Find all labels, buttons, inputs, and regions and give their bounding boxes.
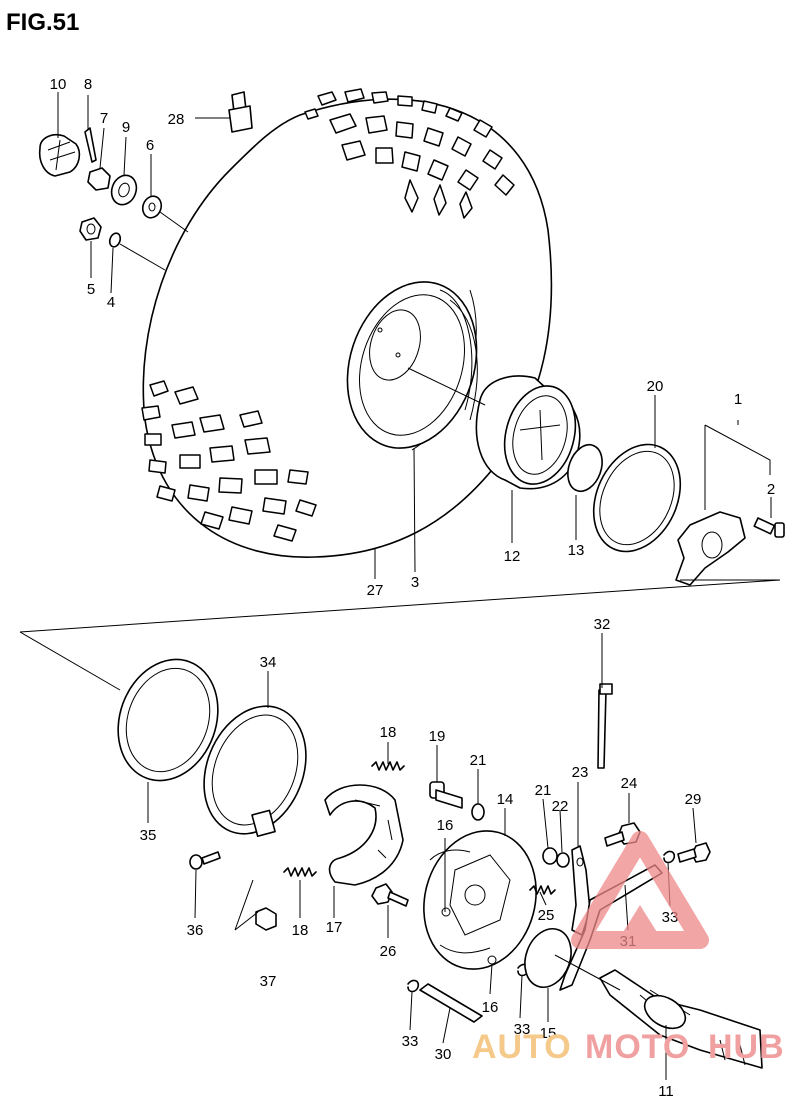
callout-8: 8 [84,76,92,93]
assembly-divider [19,579,781,633]
callout-18-top: 18 [380,724,397,741]
bolt-29 [677,842,711,863]
washer-21 [471,803,485,821]
callout-15: 15 [540,1025,557,1042]
cap-nut [38,133,81,177]
callout-37: 37 [260,973,277,990]
axle-shaft [599,969,763,1069]
spring-18-bottom [283,867,317,877]
washer-21b [542,847,558,865]
callout-32: 32 [594,616,611,633]
tire-tread [141,88,515,542]
callout-3: 3 [411,574,419,591]
figure-title: FIG.51 [6,9,79,36]
clip-33-a [663,850,676,864]
callout-30: 30 [435,1046,452,1063]
washer-6 [141,195,163,219]
callout-9: 9 [122,119,130,136]
leader-lines [57,92,772,1080]
callout-19: 19 [429,728,446,745]
callout-labels: 10 8 7 9 6 5 4 28 27 3 12 13 20 1 2 32 3… [50,76,776,1100]
callout-10: 10 [50,76,67,93]
washer-22 [556,852,570,868]
callout-25: 25 [538,907,555,924]
callout-6: 6 [146,137,154,154]
o-ring [567,443,603,493]
clip-33-b [407,979,420,993]
callout-20: 20 [647,378,664,395]
callout-21-a: 21 [470,752,487,769]
callout-11: 11 [658,1083,674,1100]
cable-tie [597,683,613,769]
seal-ring [592,443,682,553]
svg-text:HUB: HUB [708,1028,785,1066]
callout-33-b: 33 [402,1033,419,1050]
oil-seal-15 [524,928,572,988]
callout-16-a: 16 [437,817,454,834]
watermark-text: AUTO MOTO HUB [472,1028,785,1066]
brake-panel [423,830,537,970]
svg-text:AUTO: AUTO [472,1028,572,1066]
callout-4: 4 [107,294,115,311]
pin-30 [419,983,483,1023]
callout-24: 24 [621,775,638,792]
spring-25 [529,885,556,895]
callout-14: 14 [497,791,514,808]
nut-7 [87,167,111,191]
callout-36: 36 [187,922,204,939]
nut-37 [255,907,277,931]
valve-stem [228,91,253,133]
callout-35: 35 [140,827,157,844]
callout-29: 29 [685,791,702,808]
callout-18-bottom: 18 [292,922,309,939]
callout-23: 23 [572,764,589,781]
nut-5 [79,217,102,241]
bolt-26 [371,883,409,907]
spring-18-top [371,761,405,771]
brake-shoe [324,784,404,886]
callout-1: 1 [734,391,742,408]
cotter-pin [84,127,97,163]
callout-27: 27 [367,582,384,599]
callout-7: 7 [100,110,108,127]
watermark-logo [571,831,709,949]
callout-2: 2 [767,481,775,498]
callout-bracket [704,420,771,510]
callout-28: 28 [168,111,185,128]
svg-text:MOTO: MOTO [585,1028,690,1066]
callout-12: 12 [504,548,521,565]
adjuster-bolt-19 [429,781,463,809]
callout-34: 34 [260,654,277,671]
callout-26: 26 [380,943,397,960]
callout-22: 22 [552,798,569,815]
callout-21-b: 21 [535,782,552,799]
callout-16-b: 16 [482,999,499,1016]
callout-13: 13 [568,542,585,559]
brake-drum-cover [203,705,307,838]
washer-9 [110,174,138,206]
screw-36 [189,851,221,870]
callout-33-c: 33 [514,1021,531,1038]
hub-flange [675,511,785,586]
washer-4 [108,232,122,248]
wheel-rim [346,281,478,449]
callout-17: 17 [326,919,343,936]
callout-5: 5 [87,281,95,298]
wheel-hub [407,367,581,490]
drum-seal [117,658,219,782]
